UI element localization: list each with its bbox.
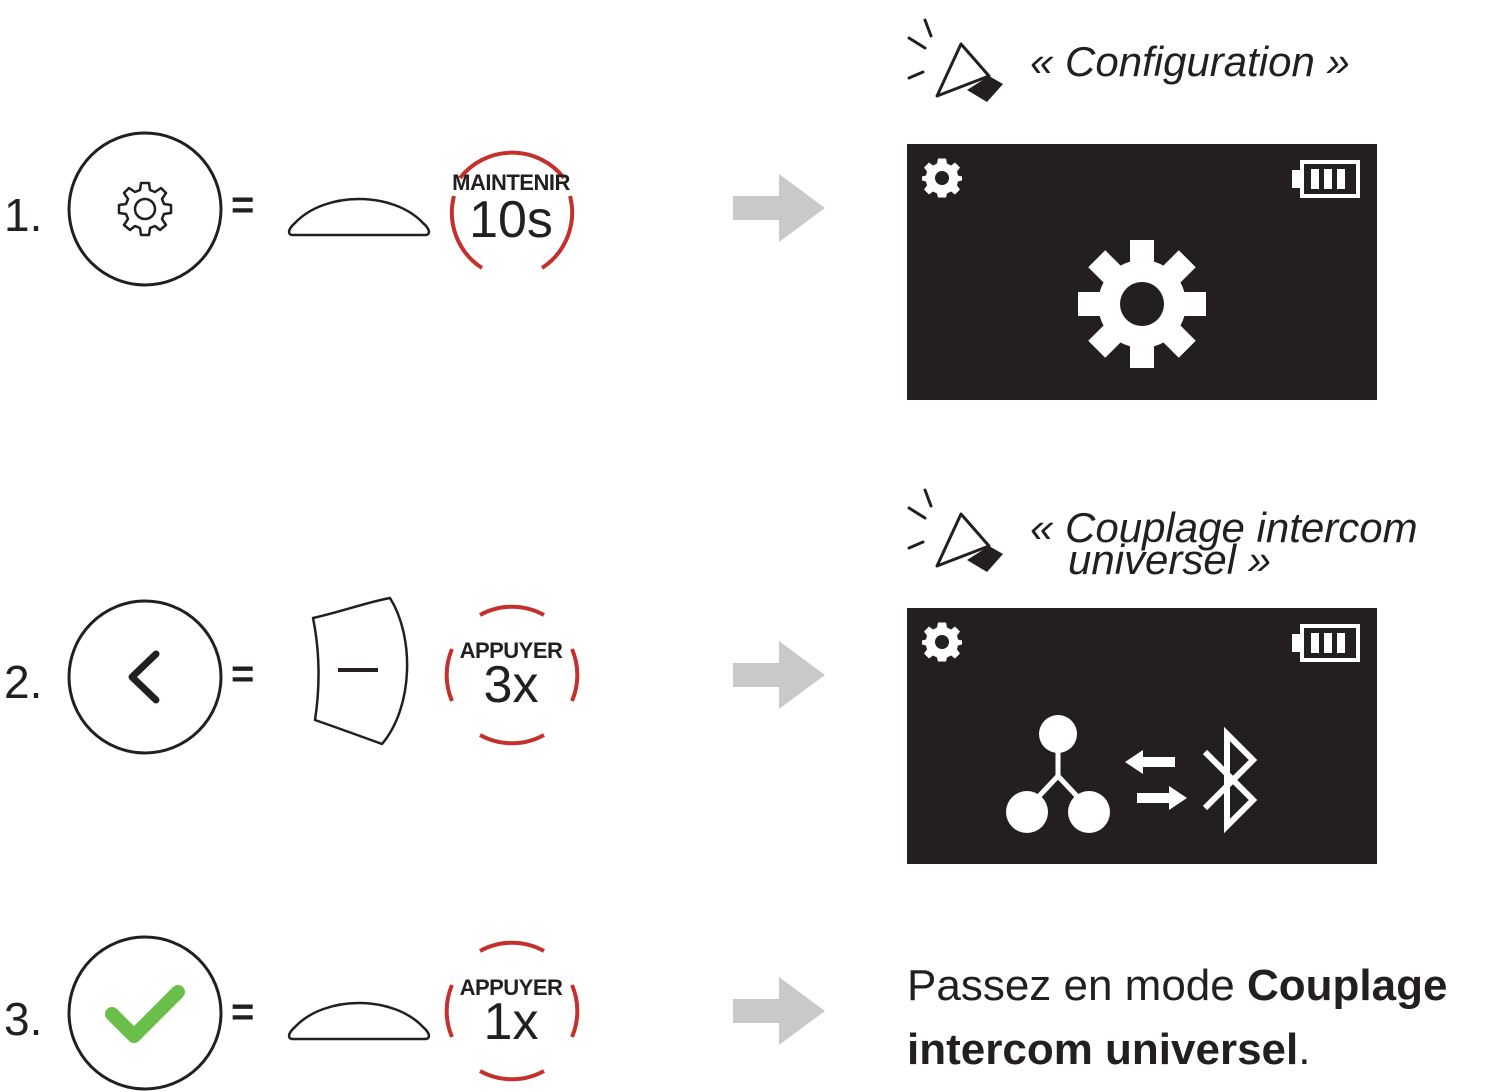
press-badge-ring xyxy=(444,604,580,746)
checkmark-icon xyxy=(105,985,185,1043)
swap-arrows-icon xyxy=(1125,750,1187,810)
bluetooth-icon xyxy=(1202,726,1258,834)
badge-count: 10s xyxy=(469,191,553,249)
voice-prompt-line1: « Couplage intercom xyxy=(1030,504,1418,551)
display-screen xyxy=(907,144,1377,400)
step-number: 1. xyxy=(4,189,43,241)
gear-icon xyxy=(117,181,173,237)
battery-icon xyxy=(1292,624,1360,662)
right-arrow-icon xyxy=(733,977,825,1045)
battery-icon xyxy=(1292,160,1360,198)
gear-icon xyxy=(922,622,962,662)
button-circle xyxy=(67,935,223,1091)
equals-sign: = xyxy=(231,652,255,696)
step-number: 2. xyxy=(4,656,43,708)
gear-icon xyxy=(922,158,962,198)
speaker-icon xyxy=(907,488,1003,572)
chevron-left-icon xyxy=(128,650,160,704)
equals-sign: = xyxy=(231,990,255,1034)
dome-button-icon xyxy=(287,197,431,237)
right-arrow-icon xyxy=(733,641,825,709)
badge-label: APPUYER xyxy=(459,975,563,1000)
button-circle xyxy=(67,131,223,287)
minus-button-icon xyxy=(311,596,409,746)
hold-badge-ring xyxy=(449,150,575,270)
result-prefix: Passez en mode xyxy=(907,961,1247,1010)
result-text: Passez en mode Couplage intercom universe… xyxy=(907,954,1477,1082)
right-arrow-icon xyxy=(733,174,825,242)
intercom-network-icon xyxy=(1006,715,1110,833)
display-screen xyxy=(907,608,1377,864)
button-circle xyxy=(67,599,223,755)
gear-icon xyxy=(1078,240,1206,368)
step-number: 3. xyxy=(4,993,43,1045)
badge-count: 1x xyxy=(483,993,539,1051)
badge-label: APPUYER xyxy=(459,638,563,663)
badge-count: 3x xyxy=(483,656,539,714)
voice-prompt: « Configuration » xyxy=(1030,38,1350,85)
result-mode-name-1: Couplage xyxy=(1246,961,1448,1010)
badge-label: MAINTENIR xyxy=(452,170,570,195)
dome-button-icon xyxy=(287,1001,431,1041)
result-suffix: . xyxy=(1298,1025,1311,1074)
speaker-icon xyxy=(907,18,1003,102)
voice-prompt-line2: universel » xyxy=(1068,536,1272,583)
result-mode-name-2: intercom universel xyxy=(907,1025,1299,1074)
equals-sign: = xyxy=(231,183,255,227)
